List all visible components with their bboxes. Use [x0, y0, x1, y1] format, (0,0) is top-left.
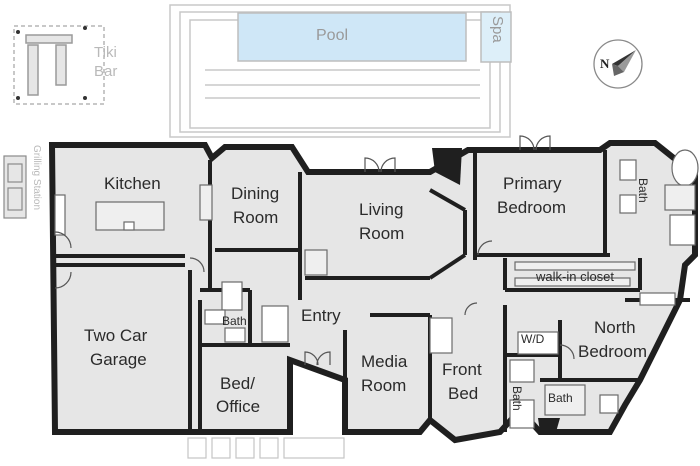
pool-label: Pool	[316, 27, 349, 44]
bed-office-label-line1: Bed/	[220, 374, 255, 393]
bed-office-label-line2: Office	[216, 397, 261, 416]
north-bedroom-label-line2: Bedroom	[578, 342, 647, 361]
center-bath-label: Bath	[222, 314, 247, 328]
wall-block	[432, 148, 462, 185]
primary-bedroom-label-line1: Primary	[503, 174, 562, 193]
right-bath-label: Bath	[548, 391, 573, 405]
small-bath-label: Bath	[510, 386, 524, 411]
front-bed-label-line1: Front	[442, 360, 482, 379]
spa-label: Spa	[489, 16, 506, 43]
tiki-bar	[13, 25, 105, 105]
fixtures	[54, 149, 699, 429]
spa	[480, 11, 512, 63]
living-room-label-line1: Living	[359, 200, 404, 219]
interior-walls	[55, 150, 690, 432]
living-room-label-line2: Room	[359, 224, 405, 243]
pool-deck	[169, 4, 511, 138]
grilling-station	[3, 155, 27, 219]
wall-block	[538, 418, 560, 432]
dining-room-label-line1: Dining	[231, 184, 280, 203]
pool	[237, 12, 467, 62]
washer-dryer-label: W/D	[521, 332, 545, 346]
north-bedroom-label-line1: North	[594, 318, 636, 337]
dining-room-label-line2: Room	[233, 208, 279, 227]
compass-arrow-icon	[593, 39, 643, 89]
tiki-bar-label-line1: Tiki	[94, 44, 117, 61]
garage-label-line2: Garage	[90, 350, 147, 369]
garage-label-line1: Two Car	[84, 326, 148, 345]
tiki-bar-label-line2: Bar	[94, 63, 118, 80]
primary-bath-label: Bath	[636, 178, 650, 203]
media-room-label-line2: Room	[361, 376, 407, 395]
entry-label: Entry	[301, 306, 341, 325]
grilling-station-label: Grilling Station	[31, 145, 42, 211]
walk-in-closet-label: walk-in closet	[536, 269, 615, 284]
front-steps	[187, 437, 345, 459]
front-bed-label-line2: Bed	[448, 384, 479, 403]
compass-north-label: N	[600, 56, 610, 71]
doors	[54, 135, 575, 366]
primary-bedroom-label-line2: Bedroom	[497, 198, 566, 217]
media-room-label-line1: Media	[361, 352, 408, 371]
kitchen-label: Kitchen	[104, 174, 161, 193]
